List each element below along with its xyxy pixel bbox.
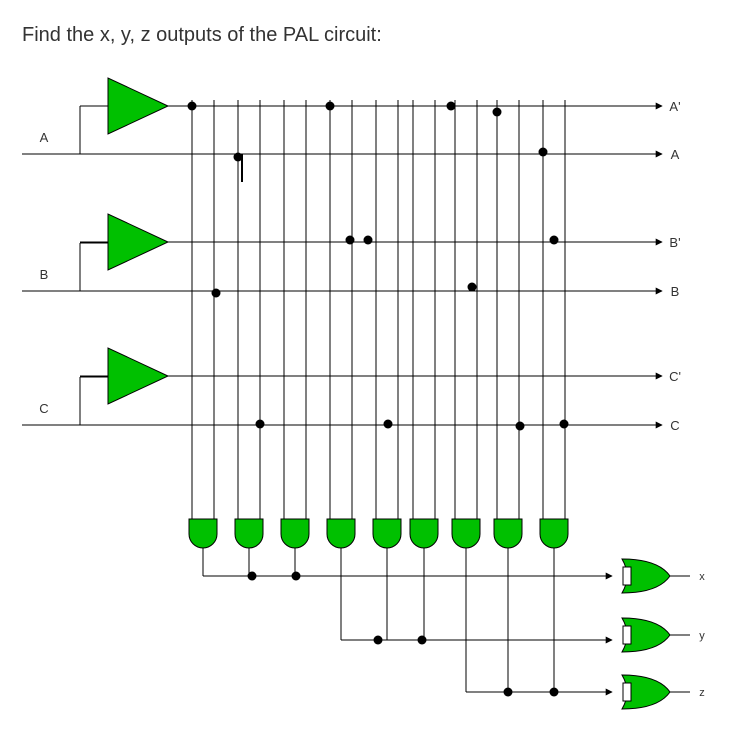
connection-dot xyxy=(492,107,502,117)
and-gate xyxy=(188,518,218,549)
line-label: C' xyxy=(669,369,681,384)
or-gate-input xyxy=(622,566,632,586)
input-label: A xyxy=(40,130,49,145)
or-gate-input xyxy=(622,625,632,645)
and-gate xyxy=(539,518,569,549)
output-label: z xyxy=(699,687,705,699)
output-label: y xyxy=(699,630,705,642)
inverter-gate xyxy=(107,213,170,271)
and-gate xyxy=(280,518,310,549)
and-gate xyxy=(372,518,402,549)
connection-dot xyxy=(549,235,559,245)
line-label: B' xyxy=(669,235,680,250)
inverter-gate xyxy=(107,347,170,405)
connection-dot xyxy=(363,235,373,245)
and-gate xyxy=(409,518,439,549)
connection-dot xyxy=(467,282,477,292)
connection-dot xyxy=(417,635,427,645)
input-label: C xyxy=(39,401,48,416)
connection-dot xyxy=(233,152,243,162)
and-gate xyxy=(493,518,523,549)
line-label: B xyxy=(671,284,680,299)
line-label: A' xyxy=(669,99,680,114)
inverter-gate xyxy=(107,77,170,135)
connection-dot xyxy=(291,571,301,581)
line-label: C xyxy=(670,418,679,433)
connection-dot xyxy=(559,419,569,429)
connection-dots xyxy=(187,101,569,697)
wires xyxy=(22,100,690,696)
labels: A' A B' B C' C A B Cx y z xyxy=(39,99,705,699)
connection-dot xyxy=(345,235,355,245)
connection-dot xyxy=(255,419,265,429)
connection-dot xyxy=(373,635,383,645)
and-gate xyxy=(234,518,264,549)
output-label: x xyxy=(699,571,705,583)
connection-dot xyxy=(383,419,393,429)
and-gate xyxy=(451,518,481,549)
connection-dot xyxy=(538,147,548,157)
input-label: B xyxy=(40,267,49,282)
connection-dot xyxy=(247,571,257,581)
connection-dot xyxy=(325,101,335,111)
and-gate xyxy=(326,518,356,549)
connection-dot xyxy=(446,101,456,111)
connection-dot xyxy=(549,687,559,697)
connection-dot xyxy=(187,101,197,111)
gates xyxy=(107,77,671,710)
connection-dot xyxy=(211,288,221,298)
line-label: A xyxy=(671,147,680,162)
connection-dot xyxy=(503,687,513,697)
connection-dot xyxy=(515,421,525,431)
question-text: Find the x, y, z outputs of the PAL circ… xyxy=(22,24,382,46)
or-gate-input xyxy=(622,682,632,702)
